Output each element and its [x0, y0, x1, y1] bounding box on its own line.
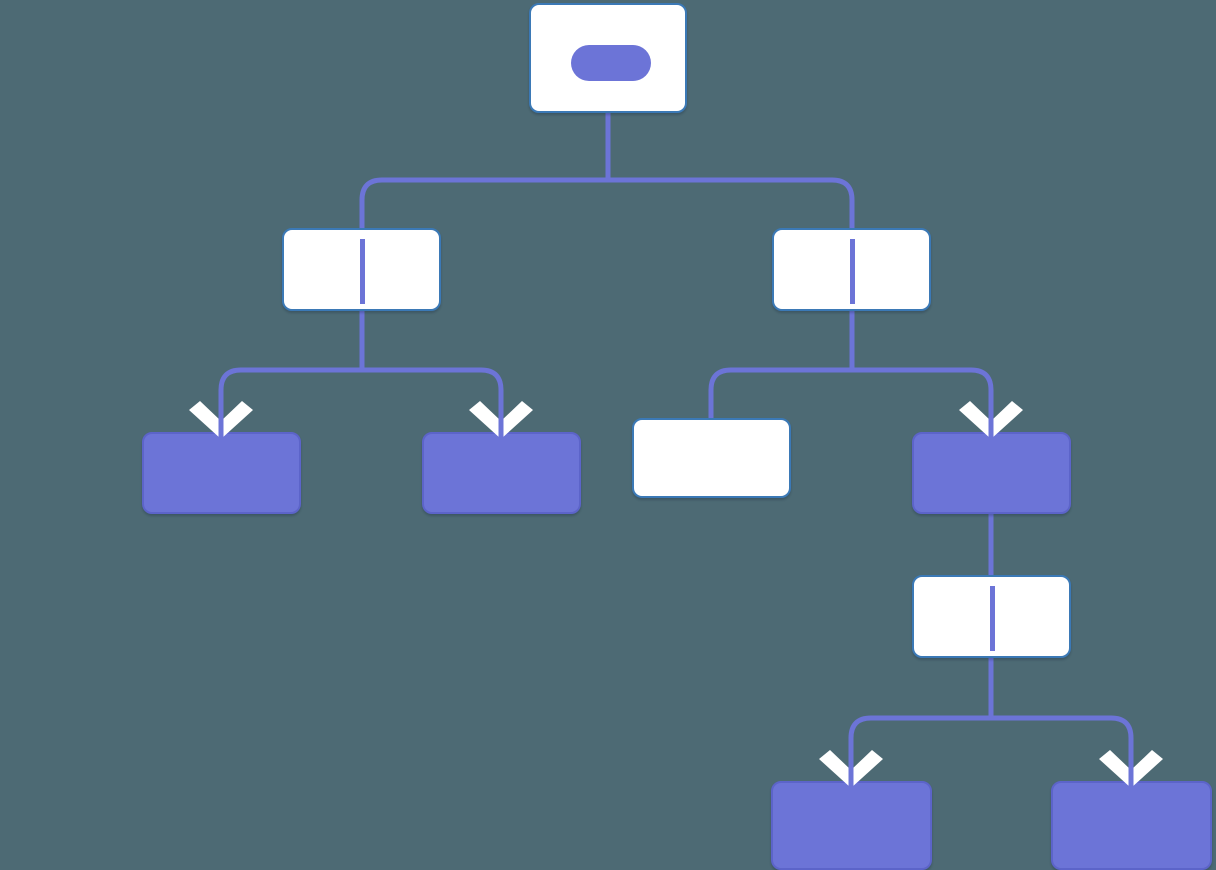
node-l3a[interactable]	[912, 575, 1071, 658]
node-l2a[interactable]	[142, 432, 301, 514]
edge-l1b-to-l2c	[708, 367, 852, 418]
edge-l1a-to-l2b	[362, 367, 504, 434]
node-l1b[interactable]	[772, 228, 931, 311]
edge-l1a-to-l2a	[218, 367, 362, 434]
l1b-line-marker	[850, 239, 855, 304]
node-l2d[interactable]	[912, 432, 1071, 514]
root-pill-marker	[571, 45, 651, 81]
l3a-line-marker	[990, 586, 995, 651]
node-root[interactable]	[529, 3, 687, 113]
l1a-line-marker	[360, 239, 365, 304]
node-l4b[interactable]	[1051, 781, 1212, 870]
edge-l3a-to-l4a	[848, 715, 991, 783]
node-l4a[interactable]	[771, 781, 932, 870]
edge-root-to-l1b	[608, 177, 855, 228]
edge-l3a-to-l4b	[991, 715, 1134, 783]
node-l1a[interactable]	[282, 228, 441, 311]
node-l2c[interactable]	[632, 418, 791, 498]
edge-root-to-l1a	[359, 177, 608, 228]
edge-l1b-to-l2d	[852, 367, 994, 434]
